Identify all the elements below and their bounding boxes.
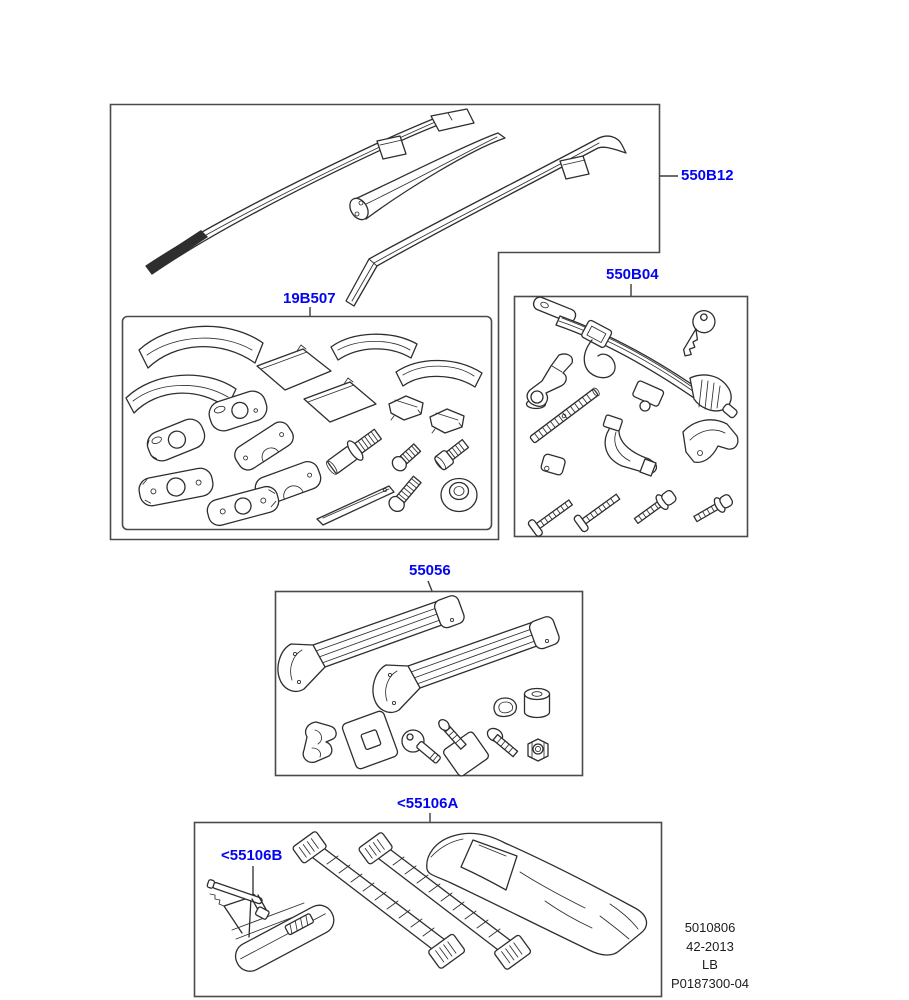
- ski-carrier-frame: [274, 590, 584, 777]
- roof-rails-frame: [109, 103, 661, 541]
- cross-bars-frame: [193, 821, 663, 998]
- callout-55056[interactable]: 55056: [409, 562, 451, 579]
- rail-mount-tab: [559, 155, 590, 180]
- roof-rails-drawing: [145, 108, 627, 307]
- callout-55106B[interactable]: <55106B: [221, 847, 283, 864]
- ski-carrier-drawing: [277, 595, 562, 777]
- plate-info-line4: P0187300-04: [670, 975, 750, 991]
- fitting-kit-drawing: [125, 325, 483, 527]
- callout-19B507[interactable]: 19B507: [283, 290, 336, 307]
- plate-info-line3: LB: [702, 957, 718, 972]
- carrier-kit-drawing: [525, 296, 739, 537]
- rail-mount-tab: [376, 135, 407, 160]
- callout-550B04[interactable]: 550B04: [606, 266, 659, 283]
- fitting-kit-frame: [121, 315, 493, 531]
- leader-lines: [249, 175, 678, 901]
- callout-550B12[interactable]: 550B12: [681, 167, 734, 184]
- carrier-kit-frame: [513, 295, 749, 538]
- cross-bars-drawing: [206, 831, 648, 972]
- rail-end-cap: [430, 108, 475, 132]
- plate-info-line2: 42-2013: [686, 938, 734, 954]
- cross-bar-clamp-drawing: [206, 879, 335, 972]
- plate-info-line1: 5010806: [684, 920, 736, 935]
- plate-info: 5010806 42-2013 LB P0187300-04: [650, 919, 770, 993]
- frames: [109, 103, 749, 998]
- callout-55106A[interactable]: <55106A: [397, 795, 459, 812]
- leader-55056: [427, 580, 433, 592]
